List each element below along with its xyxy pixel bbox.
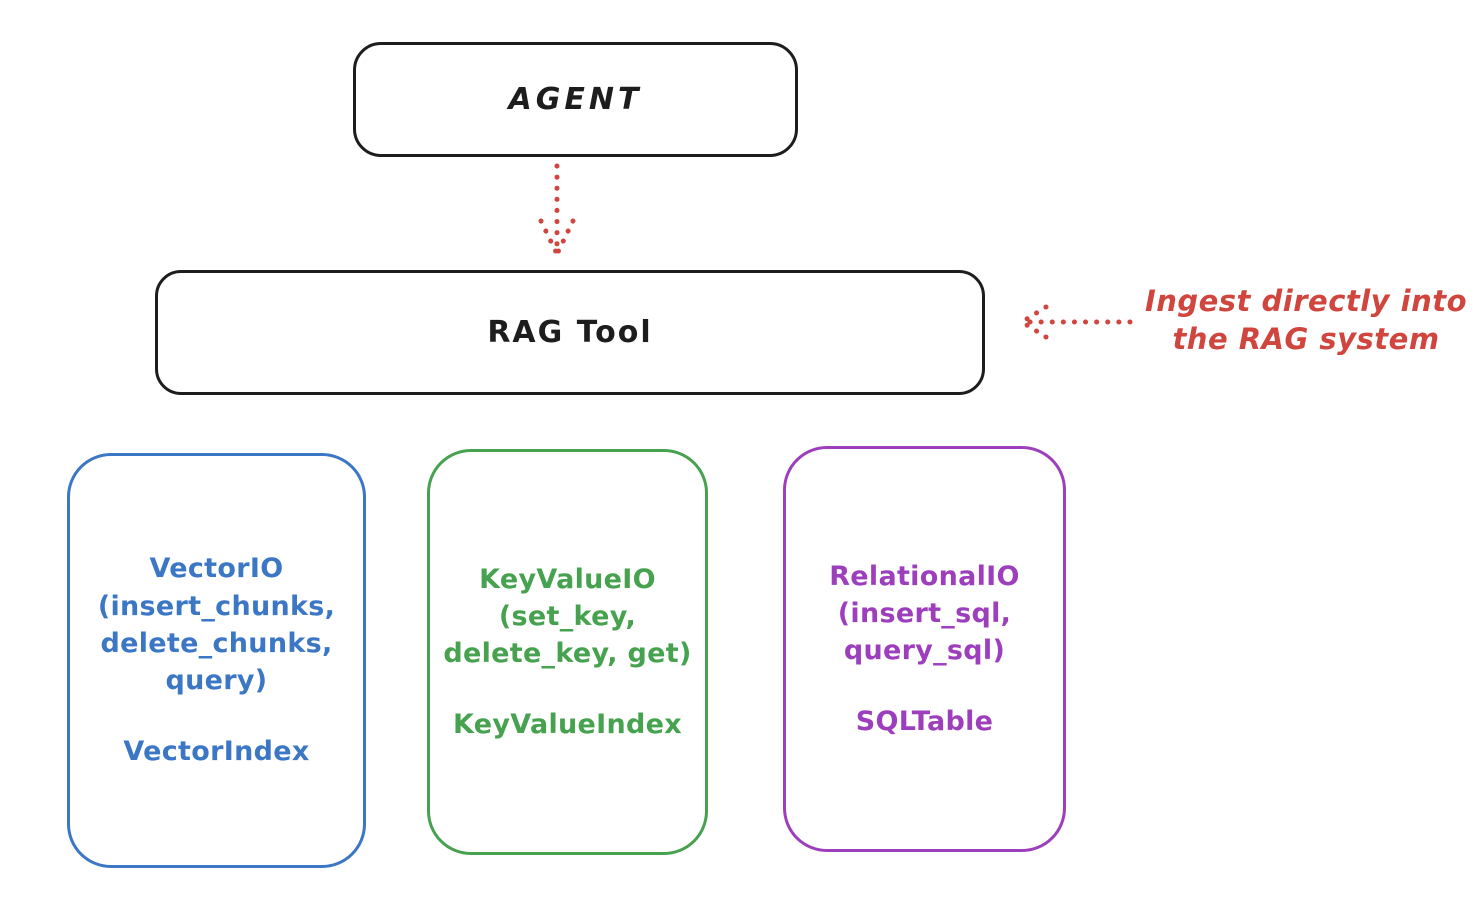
key-value-io-node: KeyValueIO (set_key, delete_key, get) Ke… <box>427 449 708 855</box>
relational-io-title: RelationalIO <box>829 560 1020 592</box>
agent-node-label: AGENT <box>508 82 643 117</box>
relational-io-methods-line2: query_sql) <box>843 635 1006 666</box>
ingest-annotation-line1: Ingest directly into <box>1144 284 1468 318</box>
vector-io-methods-line2: delete_chunks, <box>100 627 333 659</box>
vector-index-label: VectorIndex <box>123 736 310 768</box>
key-value-io-title: KeyValueIO <box>479 563 656 595</box>
ingest-annotation-line2: the RAG system <box>1172 322 1440 357</box>
vector-io-methods-line3: query) <box>165 665 268 697</box>
relational-io-methods-line1: (insert_sql, <box>837 597 1012 629</box>
arrow-annotation-to-ragtool-icon <box>1019 304 1133 340</box>
key-value-io-methods-line1: (set_key, <box>498 600 637 632</box>
relational-io-node: RelationalIO (insert_sql, query_sql) SQL… <box>783 446 1066 852</box>
rag-tool-node: RAG Tool <box>155 270 985 395</box>
agent-node: AGENT <box>353 42 798 157</box>
rag-tool-node-label: RAG Tool <box>487 315 653 350</box>
arrow-agent-to-ragtool-icon <box>538 163 576 257</box>
sql-table-label: SQLTable <box>855 706 994 738</box>
key-value-index-label: KeyValueIndex <box>452 709 682 741</box>
key-value-io-methods-line2: delete_key, get) <box>443 638 692 669</box>
vector-io-methods-line1: (insert_chunks, <box>97 590 336 622</box>
vector-io-title: VectorIO <box>149 553 284 585</box>
vector-io-node: VectorIO (insert_chunks, delete_chunks, … <box>67 453 366 868</box>
ingest-annotation: Ingest directly into the RAG system <box>1138 282 1474 359</box>
